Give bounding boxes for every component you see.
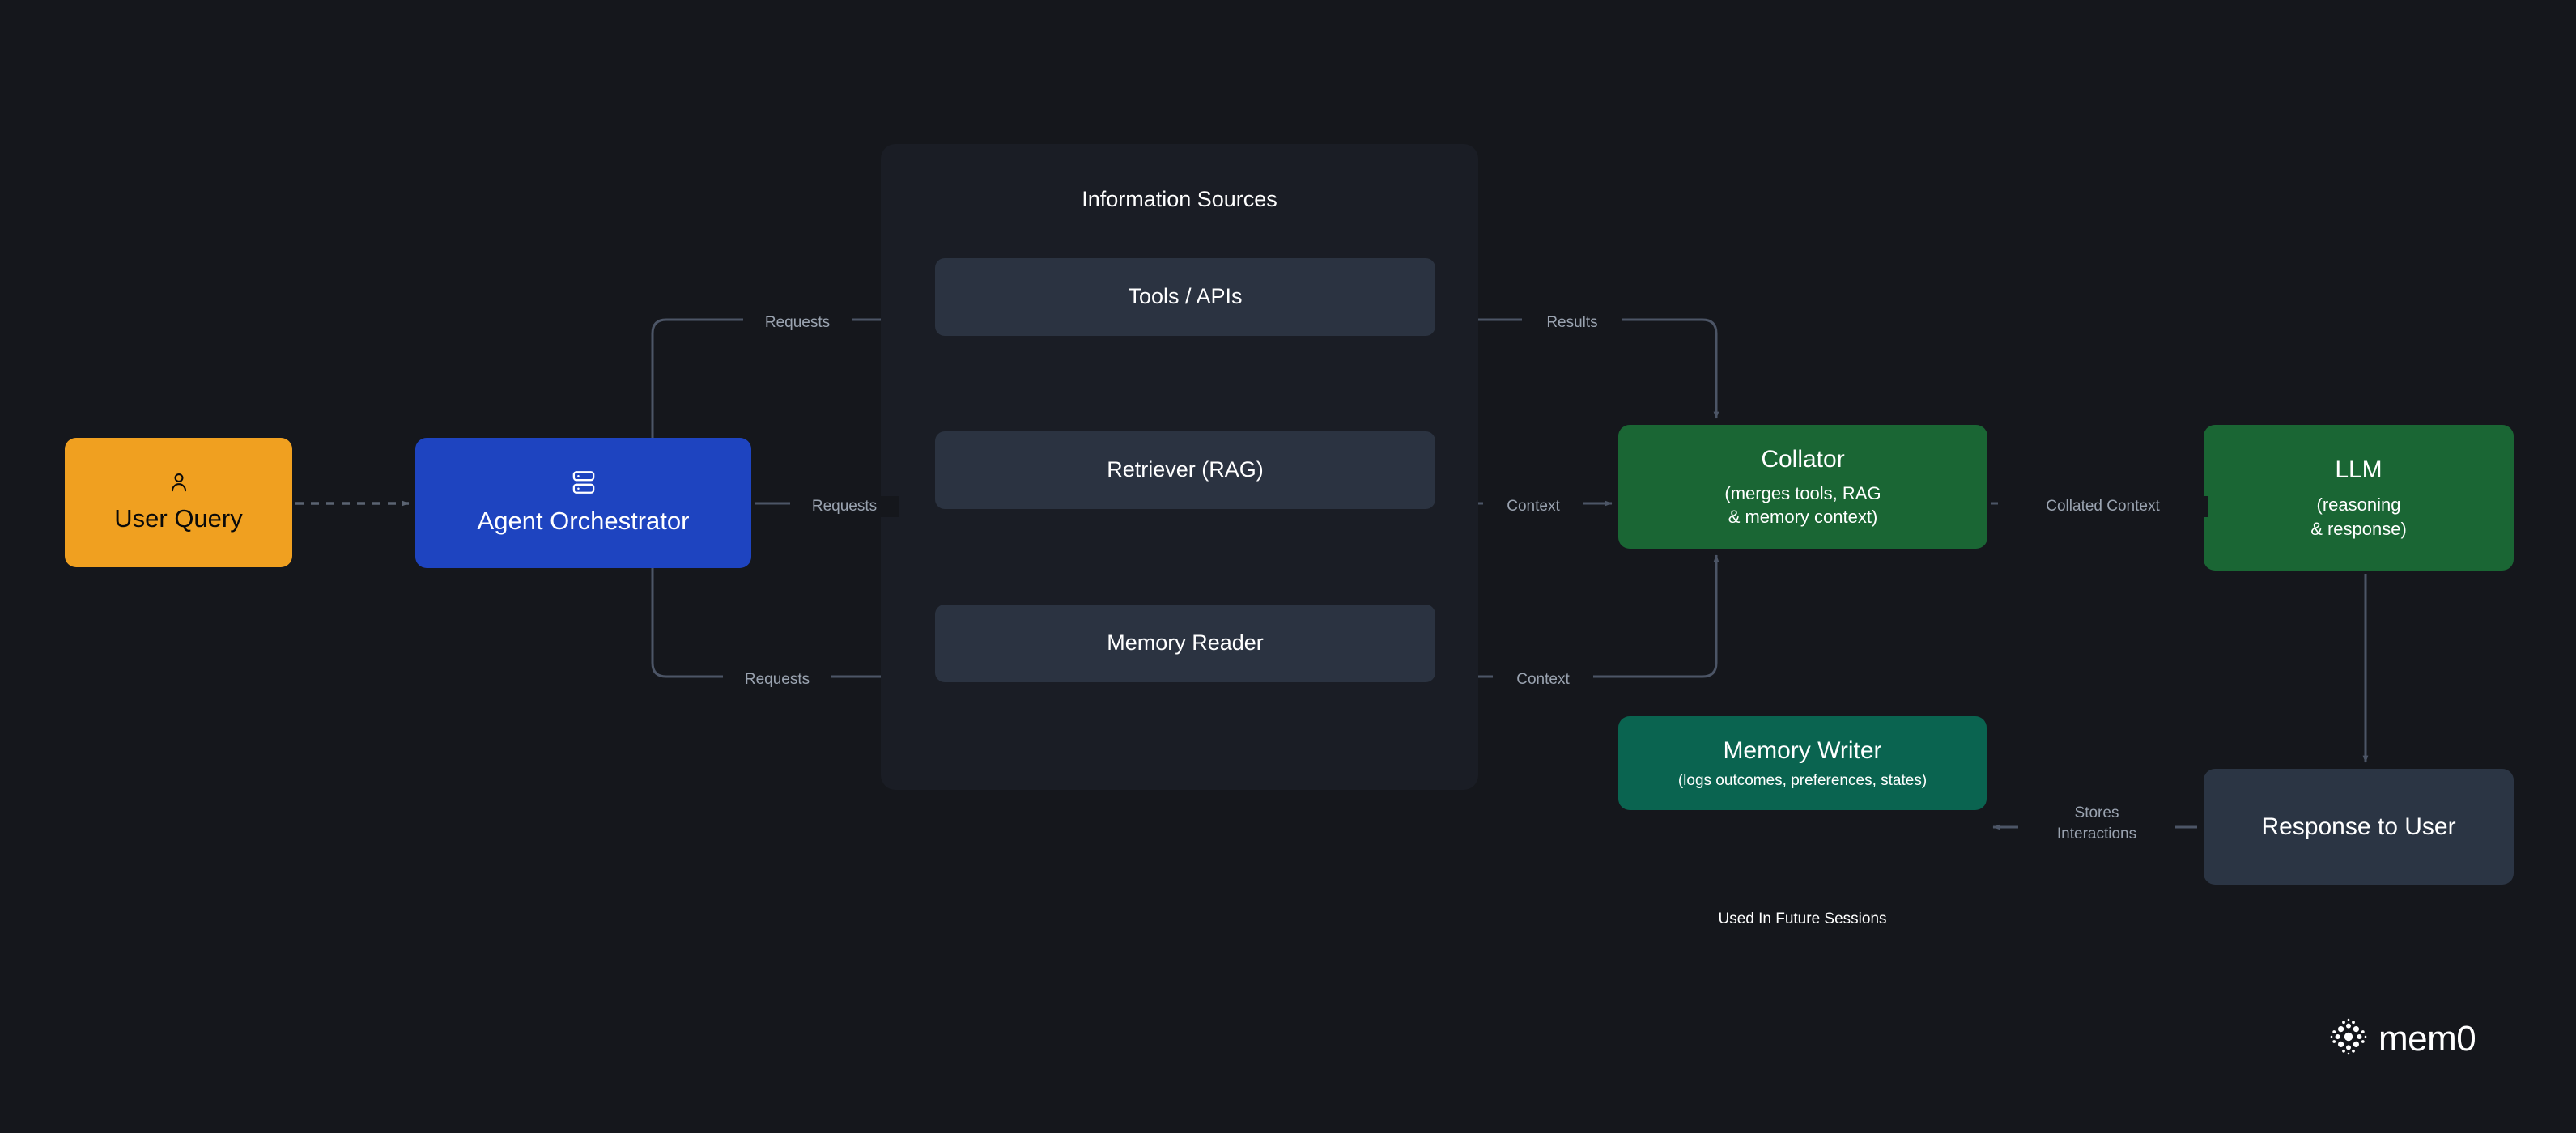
node-user-query-label: User Query (114, 503, 243, 533)
node-tools-apis-label: Tools / APIs (1128, 284, 1243, 309)
user-icon (168, 471, 189, 495)
node-memory-reader-label: Memory Reader (1107, 630, 1264, 656)
node-collator-subtitle: (merges tools, RAG & memory context) (1724, 482, 1881, 528)
node-llm-subtitle: (reasoning & response) (2310, 494, 2407, 539)
node-response-to-user-label: Response to User (2261, 813, 2456, 840)
node-agent-orchestrator-label: Agent Orchestrator (477, 507, 690, 536)
edge-label-context-retriever: Context (1483, 496, 1583, 517)
mem0-dots-icon (2330, 1018, 2367, 1059)
node-llm-label: LLM (2335, 456, 2383, 483)
mem0-wordmark: mem0 (2378, 1018, 2476, 1059)
edge-label-results-tools: Results (1522, 312, 1622, 333)
node-tools-apis[interactable]: Tools / APIs (935, 258, 1435, 336)
edge-label-stores-interactions: Stores Interactions (2018, 803, 2175, 845)
node-collator-label: Collator (1761, 446, 1845, 473)
node-response-to-user[interactable]: Response to User (2204, 769, 2514, 885)
node-memory-writer[interactable]: Memory Writer (logs outcomes, preference… (1618, 716, 1987, 810)
caption-used-in-future-sessions: Used In Future Sessions (1718, 910, 1887, 927)
node-retriever-rag-label: Retriever (RAG) (1107, 457, 1264, 482)
server-icon (571, 469, 597, 496)
edge-label-context-memory-reader: Context (1493, 669, 1593, 690)
node-retriever-rag[interactable]: Retriever (RAG) (935, 431, 1435, 509)
edge-label-requests-tools: Requests (743, 312, 852, 333)
node-collator[interactable]: Collator (merges tools, RAG & memory con… (1618, 425, 1987, 549)
edge-label-requests-retriever: Requests (790, 496, 899, 517)
mem0-logo: mem0 (2330, 1018, 2476, 1059)
panel-information-sources-title: Information Sources (1082, 187, 1277, 211)
node-memory-writer-subtitle: (logs outcomes, preferences, states) (1677, 771, 1928, 789)
node-memory-writer-label: Memory Writer (1723, 737, 1882, 765)
node-llm[interactable]: LLM (reasoning & response) (2204, 425, 2514, 571)
edge-label-requests-memory-reader: Requests (723, 669, 831, 690)
node-agent-orchestrator[interactable]: Agent Orchestrator (415, 438, 751, 568)
node-memory-reader[interactable]: Memory Reader (935, 605, 1435, 682)
edge-label-collated-context: Collated Context (1998, 496, 2208, 517)
node-user-query[interactable]: User Query (65, 438, 292, 567)
